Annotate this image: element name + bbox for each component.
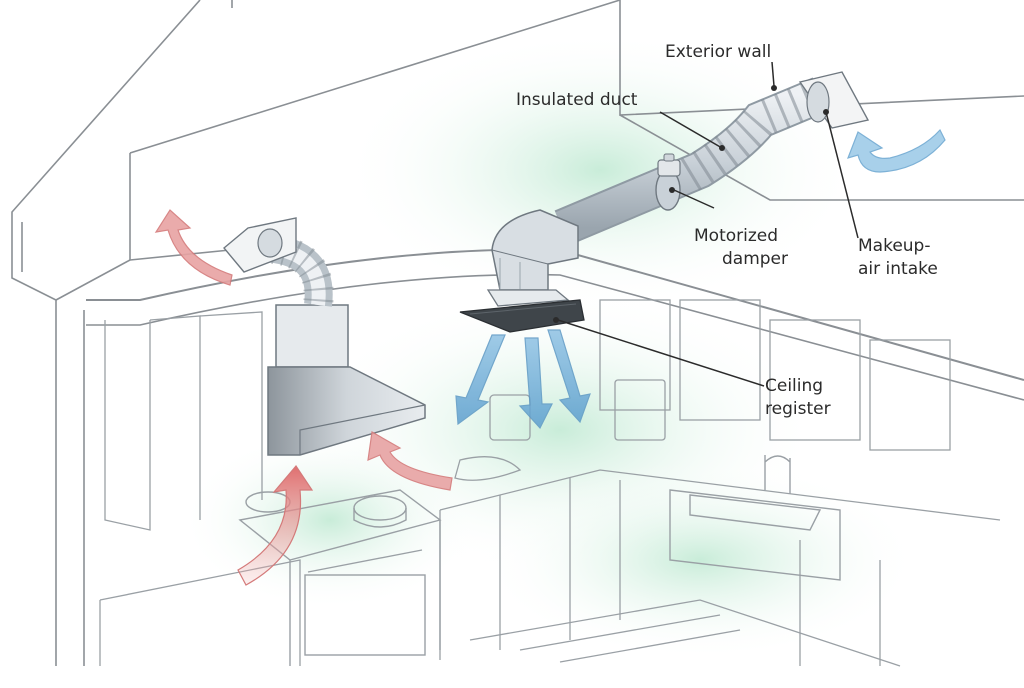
leader-dots	[553, 85, 829, 323]
label-motorized-damper-1: Motorized	[694, 226, 779, 246]
label-ceiling-register-2: register	[765, 399, 831, 419]
label-makeup-air-1: Makeup-	[858, 236, 931, 256]
label-makeup-air-2: air intake	[858, 259, 938, 279]
label-motorized-damper-2: damper	[722, 249, 789, 269]
label-exterior-wall: Exterior wall	[665, 42, 772, 62]
ceiling-register	[459, 299, 585, 333]
range-hood	[267, 304, 426, 456]
exhaust-airflow-arrows	[154, 209, 453, 586]
insulated-duct	[554, 77, 828, 246]
supply-airflow-arrows	[455, 128, 946, 430]
label-insulated-duct: Insulated duct	[516, 90, 638, 110]
leader-lines	[557, 61, 859, 387]
upper-cabinets	[104, 299, 951, 531]
elbow-duct	[486, 209, 579, 307]
exhaust-wall-cap	[223, 217, 297, 273]
farmhouse-sink	[669, 455, 841, 581]
label-ceiling-register-1: Ceiling	[765, 376, 824, 396]
motorized-damper	[655, 153, 681, 211]
